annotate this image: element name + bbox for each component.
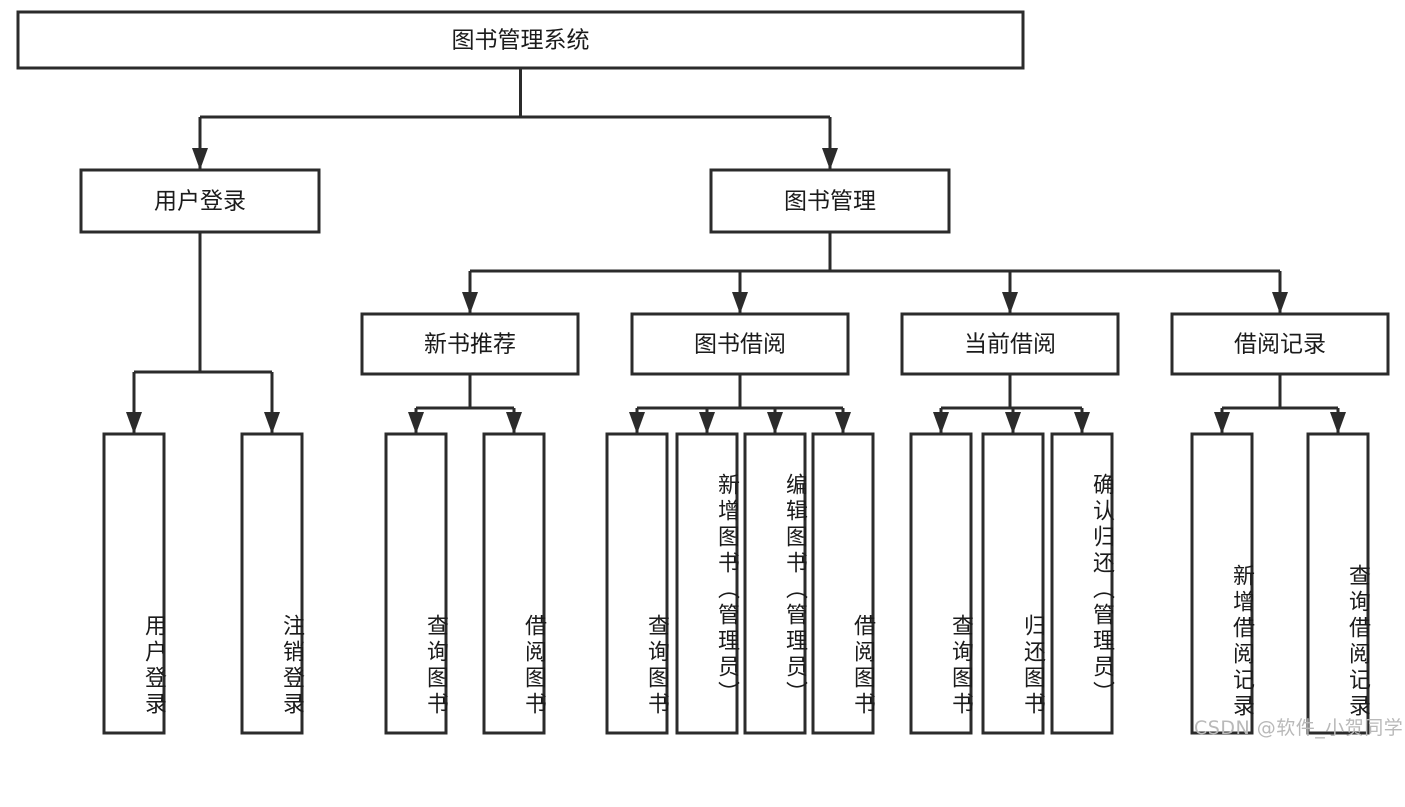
arrow-head-icon-borrow-record <box>1272 292 1288 314</box>
arrow-head-icon-leaf-return-book <box>1005 412 1021 434</box>
arrow-head-icon-current-borrow <box>1002 292 1018 314</box>
arrow-head-icon-leaf-query-book-2 <box>629 412 645 434</box>
node-box-borrow-record[interactable] <box>1170 312 1390 376</box>
node-box-leaf-user-logout[interactable] <box>240 432 304 735</box>
node-label-user-login: 用户登录 <box>154 189 246 215</box>
node-box-leaf-return-book[interactable] <box>981 432 1045 735</box>
node-box-leaf-query-record[interactable] <box>1306 432 1370 735</box>
node-box-leaf-confirm-return[interactable] <box>1050 432 1114 735</box>
arrow-head-icon-leaf-borrow-book-1 <box>506 412 522 434</box>
node-label-book-manage: 图书管理 <box>784 189 876 215</box>
node-label-root: 图书管理系统 <box>452 28 590 54</box>
arrow-head-icon-new-book-recommend <box>462 292 478 314</box>
diagram-canvas: 图书管理系统用户登录图书管理新书推荐图书借阅当前借阅借阅记录 用户登录注销登录查… <box>16 10 1404 739</box>
arrow-head-icon-leaf-add-record <box>1214 412 1230 434</box>
node-box-user-login[interactable] <box>79 168 321 234</box>
arrow-head-icon-leaf-user-logout <box>264 412 280 434</box>
arrow-head-icon-leaf-confirm-return <box>1074 412 1090 434</box>
node-label-borrow-record: 借阅记录 <box>1234 332 1326 358</box>
node-box-book-manage[interactable] <box>709 168 951 234</box>
node-box-leaf-add-record[interactable] <box>1190 432 1254 735</box>
node-box-book-borrow[interactable] <box>630 312 850 376</box>
arrow-head-icon-leaf-edit-book <box>767 412 783 434</box>
arrow-head-icon-leaf-query-book-1 <box>408 412 424 434</box>
node-box-current-borrow[interactable] <box>900 312 1120 376</box>
node-box-leaf-borrow-book-2[interactable] <box>811 432 875 735</box>
arrow-head-icon-leaf-query-book-3 <box>933 412 949 434</box>
node-box-layer <box>16 10 1390 735</box>
node-box-leaf-borrow-book-1[interactable] <box>482 432 546 735</box>
node-label-current-borrow: 当前借阅 <box>964 332 1056 358</box>
connector-layer <box>126 68 1346 434</box>
node-box-leaf-query-book-1[interactable] <box>384 432 448 735</box>
arrow-head-icon-leaf-user-login <box>126 412 142 434</box>
watermark-text: CSDN @软件_小贺同学 <box>1194 717 1404 739</box>
node-box-root[interactable] <box>16 10 1025 70</box>
node-label-new-book-recommend: 新书推荐 <box>424 332 516 358</box>
node-box-leaf-add-book[interactable] <box>675 432 739 735</box>
arrow-head-icon-book-borrow <box>732 292 748 314</box>
arrow-head-icon-leaf-add-book <box>699 412 715 434</box>
node-box-leaf-query-book-2[interactable] <box>605 432 669 735</box>
node-box-new-book-recommend[interactable] <box>360 312 580 376</box>
node-box-leaf-edit-book[interactable] <box>743 432 807 735</box>
node-box-leaf-user-login[interactable] <box>102 432 166 735</box>
arrow-head-icon-leaf-borrow-book-2 <box>835 412 851 434</box>
arrow-head-icon-leaf-query-record <box>1330 412 1346 434</box>
arrow-head-icon-user-login <box>192 148 208 170</box>
node-box-leaf-query-book-3[interactable] <box>909 432 973 735</box>
node-label-book-borrow: 图书借阅 <box>694 332 786 358</box>
arrow-head-icon-book-manage <box>822 148 838 170</box>
